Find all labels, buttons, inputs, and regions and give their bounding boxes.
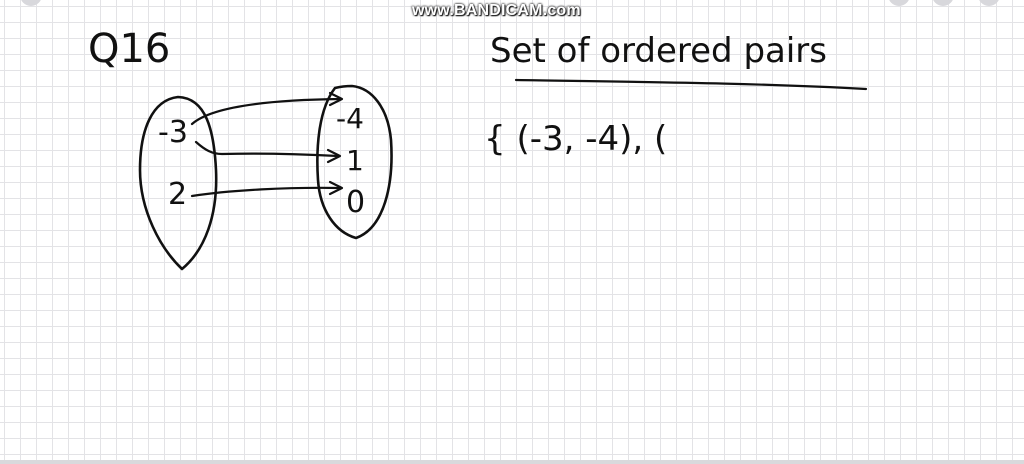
mapping-arrow [194,140,342,164]
range-oval [316,84,393,240]
window-control[interactable] [932,0,954,6]
svg-text:{ (-3, -4), (: { (-3, -4), ( [484,119,667,159]
domain-value: 2 [168,177,187,212]
range-value: -4 [336,102,364,135]
svg-text:Set of ordered pairs: Set of ordered pairs [490,31,827,71]
window-control[interactable] [20,0,42,6]
recorder-watermark: www.BANDICAM.com [412,2,581,19]
window-control[interactable] [978,0,1000,6]
domain-value: -3 [158,115,188,150]
bottom-edge [0,460,1024,464]
mapping-arrow [190,91,344,126]
svg-text:Q16: Q16 [88,26,170,72]
window-control[interactable] [888,0,910,6]
heading: Set of ordered pairs [490,31,868,91]
mapping-arrow [190,180,344,198]
question-label: Q16 [88,26,170,72]
heading-underline [514,78,868,91]
range-value: 1 [346,144,364,177]
ordered-pairs-answer: { (-3, -4), ( [484,119,667,159]
domain-oval [138,95,218,271]
range-value: 0 [346,185,365,220]
top-bar: www.BANDICAM.com [0,0,1024,22]
